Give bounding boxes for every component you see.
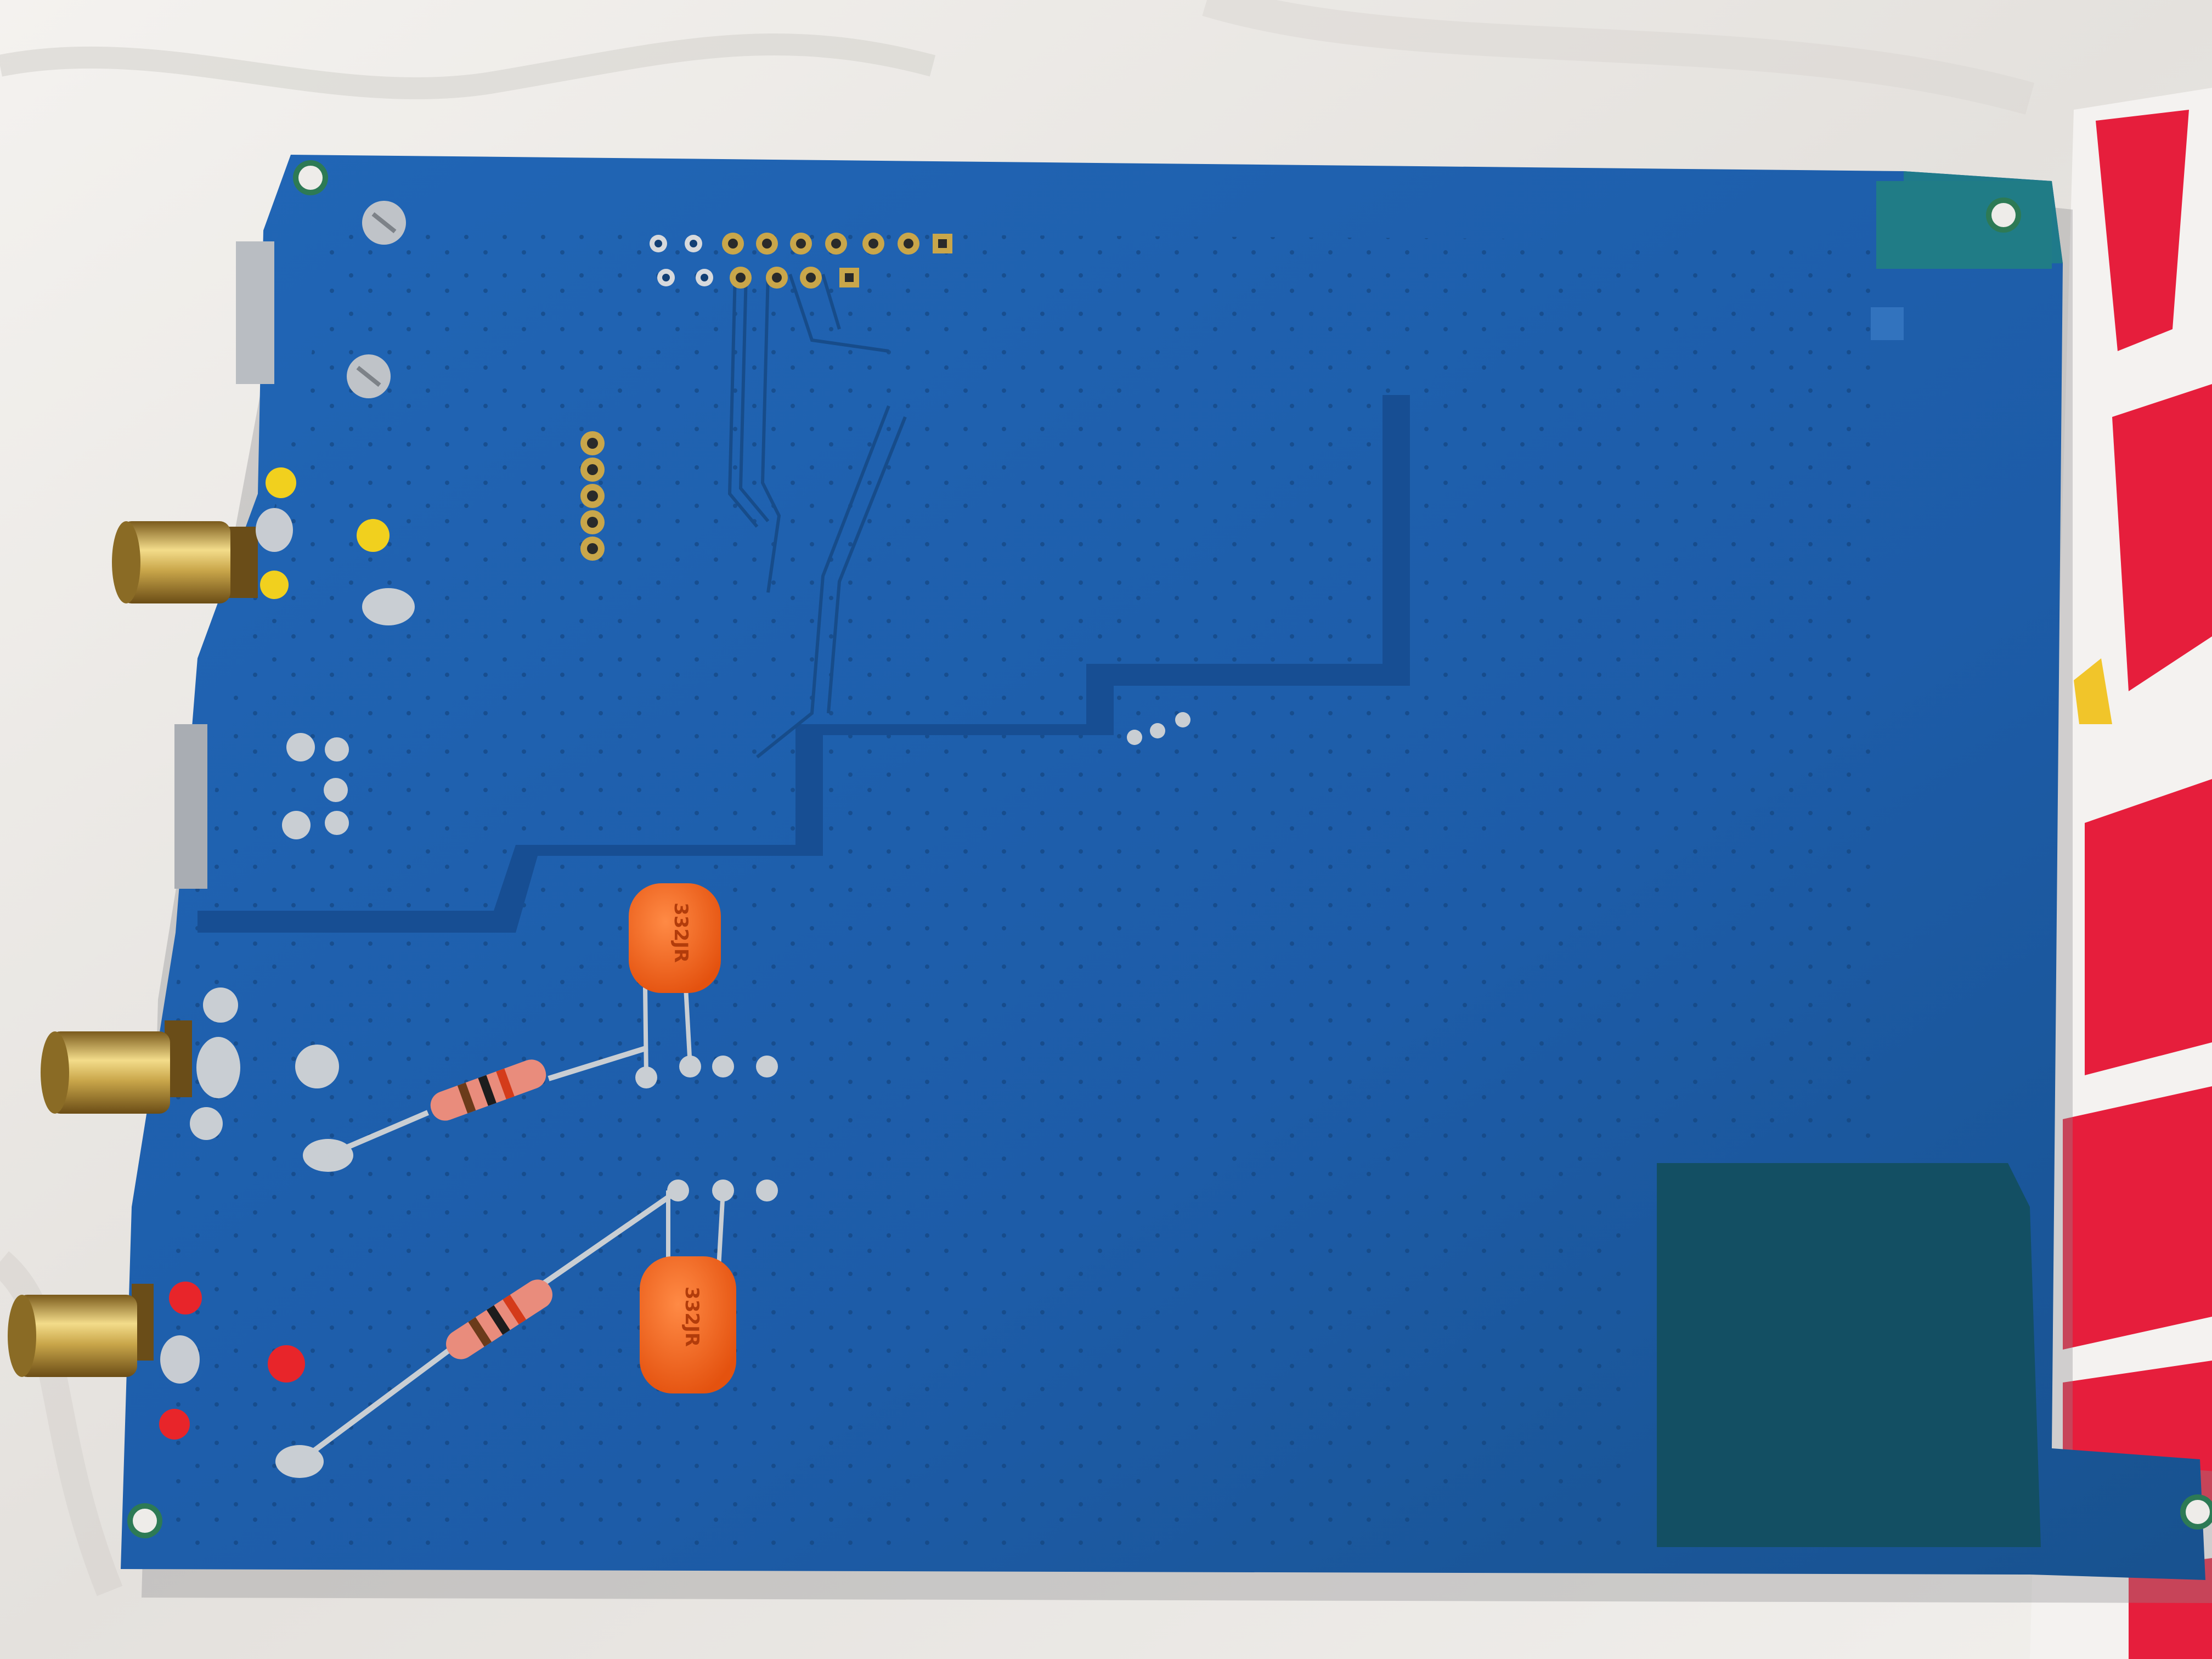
fabric-fold xyxy=(0,1251,123,1596)
pcb-mounting-tab xyxy=(1876,181,2052,269)
mounting-holes xyxy=(127,160,2212,1538)
silkscreen-label xyxy=(1871,307,1904,340)
screws xyxy=(347,201,406,398)
yellow-solder-markers xyxy=(256,467,390,599)
side-connectors xyxy=(174,241,274,889)
signal-traces xyxy=(727,274,907,759)
rca-jack xyxy=(112,521,258,603)
rca-jack xyxy=(41,1020,192,1114)
film-capacitor: 332JR xyxy=(629,883,721,1078)
film-capacitor: 332JR xyxy=(640,1190,736,1393)
capacitor-marking: 332JR xyxy=(681,1286,703,1347)
via-field xyxy=(165,230,1876,1547)
fabric-fold xyxy=(1202,0,2035,115)
capacitor-marking: 332JR xyxy=(670,902,692,963)
pin-column xyxy=(580,431,605,561)
ground-pour xyxy=(1657,1163,2041,1547)
fabric-fold xyxy=(0,33,936,100)
resistor xyxy=(298,1188,680,1464)
resistor xyxy=(327,1045,648,1158)
red-solder-markers xyxy=(159,1282,305,1440)
rca-jack xyxy=(8,1284,154,1377)
solder-pads xyxy=(190,588,1190,1478)
pin-header xyxy=(650,233,952,289)
copper-trace-region xyxy=(198,395,1410,933)
